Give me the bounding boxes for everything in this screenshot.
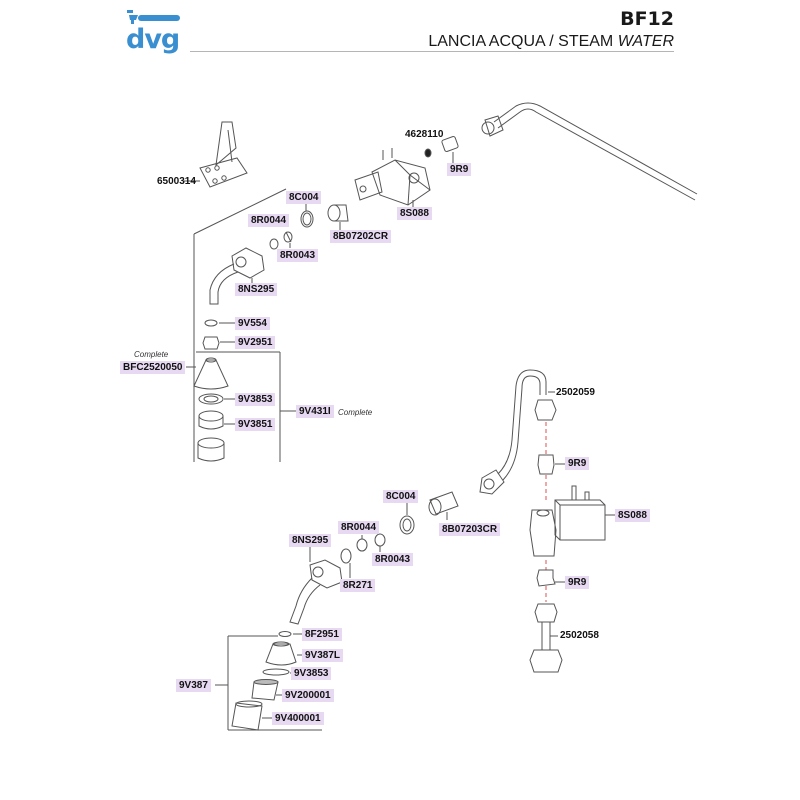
part-label-9v387l: 9V387L [302,649,344,662]
lower-nozzle-stack [231,631,302,731]
part-label-8f2951: 8F2951 [302,628,342,641]
page-code: BF12 [620,8,674,30]
top-nozzle-stack [193,319,235,462]
part-label-8b07203cr: 8B07203CR [439,523,501,536]
complete-note-top: Complete [134,350,169,359]
lower-fitting-pipe [529,569,565,673]
part-label-9v3853-low: 9V3853 [291,667,332,680]
part-label-8c004-top: 8C004 [286,191,322,204]
part-label-6500314: 6500314 [157,176,196,187]
part-label-9v400001: 9V400001 [272,712,324,725]
part-label-2502059: 2502059 [556,387,595,398]
part-label-8ns295-mid: 8NS295 [289,534,332,547]
part-label-2502058: 2502058 [560,630,599,641]
top-small-parts [269,204,349,250]
part-label-8r0043-top: 8R0043 [277,249,319,262]
top-nozzle-hose [209,247,265,305]
part-label-8s088-mid: 8S088 [615,509,650,522]
middle-nozzle-hose [289,547,343,625]
part-label-8c004-mid: 8C004 [383,490,419,503]
top-steam-pipe [481,102,698,201]
lower-group-bracket [215,635,322,731]
dvg-logo-icon [127,10,180,24]
part-label-9v387: 9V387 [176,679,211,692]
title-steam: STEAM [558,33,618,50]
title-main: LANCIA ACQUA / [428,33,559,50]
middle-fitting [537,454,565,475]
part-label-9v200001: 9V200001 [282,689,334,702]
part-label-8r0043-mid: 8R0043 [372,553,414,566]
title-water: WATER [617,33,674,50]
mounting-bracket [184,121,248,188]
part-label-9v3853-top: 9V3853 [235,393,276,406]
part-label-9v431i: 9V431I [296,405,334,418]
part-label-9v2951: 9V2951 [235,336,276,349]
part-label-bfc2520050: BFC2520050 [120,361,186,374]
part-label-9r9-top: 9R9 [447,163,472,176]
part-label-8r0044-mid: 8R0044 [338,521,380,534]
part-label-8r0044-top: 8R0044 [248,214,290,227]
brand-logo-text: dvg [126,24,180,55]
top-group-bracket [186,188,296,462]
part-label-8s088-top: 8S088 [397,207,432,220]
part-label-9v3851: 9V3851 [235,418,276,431]
complete-note-assembly: Complete [338,408,373,417]
part-label-8ns295-top: 8NS295 [235,283,278,296]
header-divider [190,51,674,52]
top-solenoid-valve [354,148,431,210]
page-title: LANCIA ACQUA / STEAM WATER [428,33,674,51]
middle-steam-pipe [479,369,557,495]
part-label-9r9-mid: 9R9 [565,457,590,470]
part-label-4628110: 4628110 [405,129,444,140]
top-fitting [424,136,459,163]
part-label-8b07202cr: 8B07202CR [330,230,392,243]
part-label-8r271: 8R271 [340,579,376,592]
part-label-9r9-low: 9R9 [565,576,590,589]
middle-solenoid-valve [529,485,615,557]
middle-small-parts [340,491,459,578]
part-label-9v554: 9V554 [235,317,270,330]
